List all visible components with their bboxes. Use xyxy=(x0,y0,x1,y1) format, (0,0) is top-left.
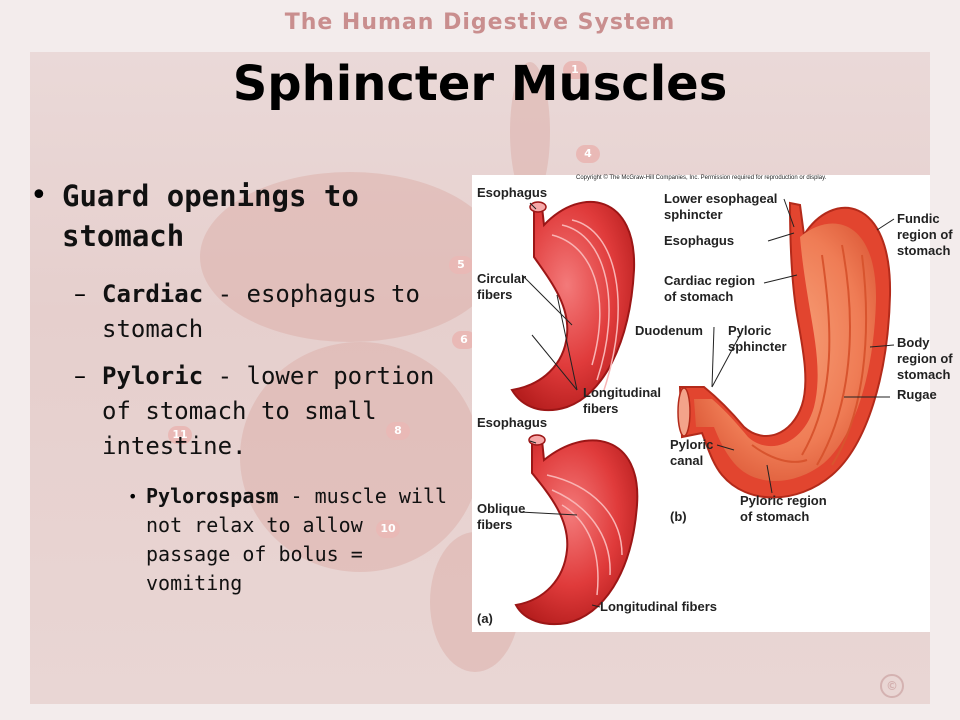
label-a-oblique-2: fibers xyxy=(477,517,513,532)
bg-number-10: 10 xyxy=(376,520,400,538)
stomach-a-top xyxy=(510,200,636,412)
label-b-pyloric-region-1: Pyloric region xyxy=(740,493,827,508)
label-a-esophagus-bottom: Esophagus xyxy=(477,415,548,430)
bg-liver-shape xyxy=(200,172,500,342)
pyloric-desc-2: of stomach to small xyxy=(102,397,377,425)
label-b-esophagus: Esophagus xyxy=(664,233,735,248)
bullet-guard-openings: • Guard openings to stomach xyxy=(30,176,450,256)
bullet-text-line1: Guard openings to xyxy=(62,179,359,213)
stomach-a-bottom xyxy=(514,434,639,625)
pylorospasm-desc-2: not relax to allow xyxy=(146,513,363,537)
background-header: The Human Digestive System xyxy=(284,10,676,35)
label-panel-b: (b) xyxy=(670,509,687,524)
label-a-circular-1: Circular xyxy=(477,271,527,286)
label-a-oblique-1: Oblique xyxy=(477,501,526,516)
bullet-dot-icon: • xyxy=(30,178,48,213)
bg-intestine-shape xyxy=(240,342,480,572)
label-a-longitudinal-1: Longitudinal xyxy=(583,385,661,400)
stomach-illustration xyxy=(510,198,895,625)
sub-bullet-pyloric: – Pyloric - lower portion of stomach to … xyxy=(74,359,454,464)
bg-number-8: 8 xyxy=(386,422,410,440)
slide-title: Sphincter Muscles xyxy=(232,56,728,112)
bg-copyright-icon: © xyxy=(880,674,904,698)
label-b-body-1: Body xyxy=(897,335,930,350)
pyloric-desc-3: intestine. xyxy=(102,432,247,460)
pyloric-term: Pyloric xyxy=(102,362,204,390)
bg-number-4: 4 xyxy=(576,145,600,163)
label-b-cardiac-1: Cardiac region xyxy=(664,273,756,288)
pylorospasm-desc-1: - muscle will xyxy=(278,484,448,508)
bg-number-5: 5 xyxy=(449,256,473,274)
label-b-fundic-2: region of xyxy=(897,227,953,242)
label-b-pyloric-canal-1: Pyloric xyxy=(670,437,714,452)
dash-icon: – xyxy=(74,362,86,390)
label-a-longitudinal-fibers: Longitudinal fibers xyxy=(600,599,717,614)
stomach-anatomy-figure: Copyright © The McGraw-Hill Companies, I… xyxy=(472,175,953,632)
cardiac-desc-2: stomach xyxy=(102,315,204,343)
label-panel-a: (a) xyxy=(477,611,493,626)
cardiac-term: Cardiac xyxy=(102,280,204,308)
label-a-esophagus-top: Esophagus xyxy=(477,185,548,200)
label-b-pyloric-sphincter-1: Pyloric xyxy=(728,323,772,338)
leader-lines xyxy=(519,198,895,608)
label-b-fundic-3: stomach xyxy=(897,243,951,258)
sub-bullet-cardiac: – Cardiac - esophagus to stomach xyxy=(74,277,454,347)
label-b-cardiac-2: of stomach xyxy=(664,289,734,304)
label-a-longitudinal-2: fibers xyxy=(583,401,619,416)
label-b-fundic-1: Fundic xyxy=(897,211,940,226)
label-b-pyloric-sphincter-2: sphincter xyxy=(728,339,787,354)
sub-sub-bullet-pylorospasm: • Pylorospasm - muscle will not relax to… xyxy=(128,482,468,598)
pylorospasm-desc-3: passage of bolus = xyxy=(146,542,363,566)
label-b-pyloric-region-2: of stomach xyxy=(740,509,810,524)
pylorospasm-desc-4: vomiting xyxy=(146,571,243,595)
label-b-lower-esophageal-1: Lower esophageal xyxy=(664,191,778,206)
label-b-body-2: region of xyxy=(897,351,953,366)
pyloric-desc-1: - lower portion xyxy=(203,362,435,390)
label-b-lower-esophageal-2: sphincter xyxy=(664,207,723,222)
label-b-pyloric-canal-2: canal xyxy=(670,453,704,468)
bullet-text-line2: stomach xyxy=(62,219,185,253)
bullet-dot-icon: • xyxy=(128,487,138,506)
label-b-duodenum: Duodenum xyxy=(635,323,703,338)
cardiac-desc-1: - esophagus to xyxy=(203,280,420,308)
bg-number-6: 6 xyxy=(452,331,476,349)
dash-icon: – xyxy=(74,280,86,308)
bg-number-11: 11 xyxy=(168,426,192,444)
label-a-circular-2: fibers xyxy=(477,287,513,302)
figure-copyright: Copyright © The McGraw-Hill Companies, I… xyxy=(576,175,827,181)
pylorospasm-term: Pylorospasm xyxy=(146,484,279,508)
label-b-body-3: stomach xyxy=(897,367,951,382)
label-b-rugae: Rugae xyxy=(897,387,937,402)
stomach-b-section xyxy=(677,201,892,499)
bg-number-1: 1 xyxy=(563,61,587,79)
